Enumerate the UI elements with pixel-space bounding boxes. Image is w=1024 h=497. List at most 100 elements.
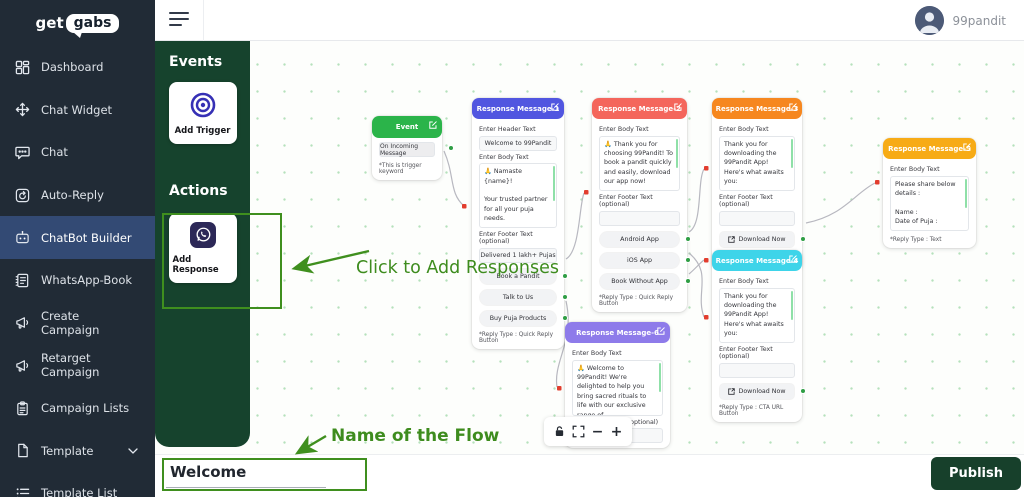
edit-icon[interactable] [789, 103, 797, 113]
response-node-6-header[interactable]: Response Message-6 [565, 322, 670, 343]
edit-icon[interactable] [963, 143, 971, 153]
header-text-label: Enter Header Text [479, 126, 536, 133]
flow-name-input[interactable]: Welcome [166, 463, 326, 488]
body-text-area[interactable]: 🙏 Thank you for choosing 99Pandit! To bo… [599, 135, 680, 191]
chevron-down-icon [125, 443, 141, 459]
quick-reply-button[interactable]: iOS App [600, 252, 690, 268]
flow-canvas[interactable]: Event On Incoming Message *This is trigg… [155, 41, 1024, 454]
add-response-card[interactable]: Add Response [168, 213, 237, 283]
lock-icon[interactable] [552, 424, 568, 440]
sidebar-item-label: Create Campaign [41, 308, 100, 337]
body-text-label: Enter Body Text [599, 126, 649, 133]
fit-view-icon[interactable] [571, 424, 587, 440]
event-trigger-pill[interactable]: On Incoming Message [379, 142, 435, 157]
reply-type-note: *Reply Type : Quick Reply Button [479, 331, 554, 344]
event-node-header[interactable]: Event [372, 116, 442, 138]
events-heading: Events [169, 54, 223, 70]
response-node-1[interactable]: Response Message-1 Enter Header Text Wel… [472, 98, 567, 349]
response-node-5[interactable]: Response Message-5 Enter Body Text Pleas… [883, 138, 976, 248]
edit-icon[interactable] [789, 255, 797, 265]
response-node-3-header[interactable]: Response Message-3 [712, 98, 802, 119]
node-title: Response Message-2 [598, 104, 681, 113]
add-trigger-card[interactable]: Add Trigger [168, 82, 237, 144]
event-note: *This is trigger keyword [379, 163, 422, 175]
edge-msg2-to-msg3 [688, 168, 705, 233]
brand-logo: get gabs [0, 0, 155, 46]
zoom-out-button[interactable]: − [591, 423, 604, 440]
body-text-area[interactable]: Please share below details : Name : Date… [890, 175, 969, 231]
sidebar-item-chat[interactable]: Chat [0, 131, 155, 174]
body-text-label: Enter Body Text [572, 350, 622, 357]
footer-text-input[interactable]: Delivered 1 lakh+ Pujas [479, 247, 557, 263]
quick-reply-button[interactable]: Book Without App [600, 273, 690, 289]
actions-heading: Actions [169, 183, 228, 199]
sidebar-item-chat-widget[interactable]: Chat Widget [0, 89, 155, 132]
sidebar-item-retarget-campaign[interactable]: Retarget Campaign [0, 344, 155, 387]
move-cross-icon [14, 102, 30, 118]
response-node-4-header[interactable]: Response Message-4 [712, 250, 802, 271]
sidebar-item-template[interactable]: Template [0, 429, 155, 472]
edit-icon[interactable] [657, 327, 665, 337]
node-title: Response Message-5 [888, 144, 971, 153]
edge-msg2-to-msg4 [688, 252, 705, 318]
event-node-title: Event [395, 123, 419, 131]
cta-label: Download Now [738, 235, 786, 243]
sidebar-item-whatsapp-book[interactable]: WhatsApp-Book [0, 259, 155, 302]
footer-text-input[interactable] [599, 210, 680, 226]
body-text-area[interactable]: Thank you for downloading the 99Pandit A… [719, 287, 795, 343]
response-node-1-header[interactable]: Response Message-1 [472, 98, 564, 119]
edit-icon[interactable] [551, 103, 559, 113]
sidebar-item-create-campaign[interactable]: Create Campaign [0, 302, 155, 345]
user-menu[interactable]: 99pandit [915, 6, 1006, 35]
body-text-area[interactable]: 🙏 Namaste {name}! Your trusted partner f… [479, 163, 557, 228]
publish-button[interactable]: Publish [931, 457, 1021, 490]
header-text-input[interactable]: Welcome to 99Pandit [479, 135, 557, 151]
footer-text-input[interactable] [719, 362, 795, 378]
sidebar-item-chatbot-builder[interactable]: ChatBot Builder [0, 216, 155, 259]
response-node-4[interactable]: Response Message-4 Enter Body Text Thank… [712, 250, 805, 422]
sidebar-item-campaign-lists[interactable]: Campaign Lists [0, 387, 155, 430]
sidebar-item-auto-reply[interactable]: Auto-Reply [0, 174, 155, 217]
sidebar-item-label: Template [41, 443, 94, 458]
footer-text-input[interactable] [719, 210, 795, 226]
node-title: Response Message-1 [476, 104, 560, 113]
book-icon [14, 272, 30, 288]
clipboard-icon [14, 400, 30, 416]
node-title: Response Message-6 [576, 328, 659, 337]
footer-text-label: Enter Footer Text (optional) [479, 230, 533, 246]
hamburger-menu-icon[interactable] [169, 12, 189, 26]
cta-url-button[interactable]: Download Now [720, 231, 805, 247]
reply-type-note: *Reply Type : Text [890, 236, 942, 243]
response-node-5-header[interactable]: Response Message-5 [883, 138, 976, 159]
footer-text-label: Enter Footer Text (optional) [719, 345, 773, 361]
sidebar-item-label: Campaign Lists [41, 401, 130, 416]
sidebar-item-label: WhatsApp-Book [41, 273, 133, 288]
quick-reply-button[interactable]: Book a Pandit [480, 268, 567, 284]
quick-reply-button[interactable]: Talk to Us [480, 289, 567, 305]
edge-event-to-msg1 [443, 150, 465, 207]
body-text-area[interactable]: 🙏 Welcome to 99Pandit! We're delighted t… [572, 359, 663, 416]
flow-controls: − + [544, 417, 632, 446]
response-node-6[interactable]: Response Message-6 Enter Body Text 🙏 Wel… [565, 322, 670, 449]
event-node[interactable]: Event On Incoming Message *This is trigg… [372, 116, 442, 180]
cta-url-button[interactable]: Download Now [720, 383, 805, 399]
body-text-area[interactable]: Thank you for downloading the 99Pandit A… [719, 135, 795, 191]
response-node-3[interactable]: Response Message-3 Enter Body Text Thank… [712, 98, 805, 270]
response-node-2[interactable]: Response Message-2 Enter Body Text 🙏 Tha… [592, 98, 690, 312]
sidebar-item-label: Dashboard [41, 60, 104, 75]
cta-label: Download Now [738, 387, 786, 395]
response-node-2-header[interactable]: Response Message-2 [592, 98, 687, 119]
sidebar-item-label: ChatBot Builder [41, 230, 132, 245]
sidebar-item-dashboard[interactable]: Dashboard [0, 46, 155, 89]
dashboard-grid-icon [14, 59, 30, 75]
zoom-in-button[interactable]: + [610, 423, 623, 440]
sidebar: get gabs Dashboard Chat Widget Chat Auto… [0, 0, 155, 497]
auto-reply-icon [14, 187, 30, 203]
sidebar-item-template-list[interactable]: Template List [0, 472, 155, 497]
logo-gabs-bubble: gabs [65, 13, 120, 38]
edit-icon[interactable] [429, 121, 437, 131]
quick-reply-button[interactable]: Buy Puja Products [480, 310, 567, 326]
edit-icon[interactable] [674, 103, 682, 113]
quick-reply-button[interactable]: Android App [600, 231, 690, 247]
